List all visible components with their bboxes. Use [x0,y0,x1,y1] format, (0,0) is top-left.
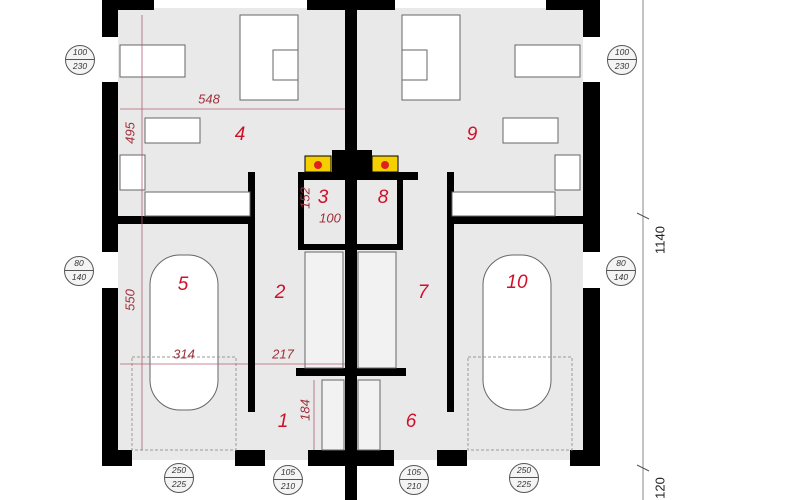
room-label-6: 6 [405,411,417,432]
dim-hall-width: 217 [272,346,294,362]
furniture [119,14,581,451]
car-icon [482,254,552,411]
room-label-5: 5 [177,274,189,295]
room-label-8: 8 [377,187,389,208]
room-label-7: 7 [417,282,429,303]
dining-table-icon [119,44,186,78]
stairs [304,251,344,369]
stairs [357,251,397,369]
room-label-1: 1 [277,411,289,432]
room-label-10: 10 [506,272,528,293]
dim-entry-depth: 184 [297,399,313,421]
dim-porch-depth: 120 [652,477,668,499]
room-label-3: 3 [317,187,329,208]
dim-kitchen-depth: 495 [122,122,138,144]
dining-table-icon [514,44,581,78]
dim-total-depth: 1140 [652,226,668,254]
garage-door-lines [131,356,573,451]
room-label-9: 9 [466,124,478,145]
room-label-4: 4 [234,124,246,145]
dim-garage-width: 314 [173,346,195,362]
dim-kitchen-width: 548 [198,91,220,107]
dim-garage-depth: 550 [122,289,138,311]
fireplaces [304,155,399,173]
room-label-2: 2 [274,282,286,303]
kitchen-counter [144,191,251,217]
car-icon [149,254,219,411]
dim-wc-depth: 152 [297,187,313,209]
dimension-lines [120,15,345,450]
dim-wc-width: 100 [319,210,341,226]
walls [102,0,600,500]
kitchen-counter [451,191,556,217]
